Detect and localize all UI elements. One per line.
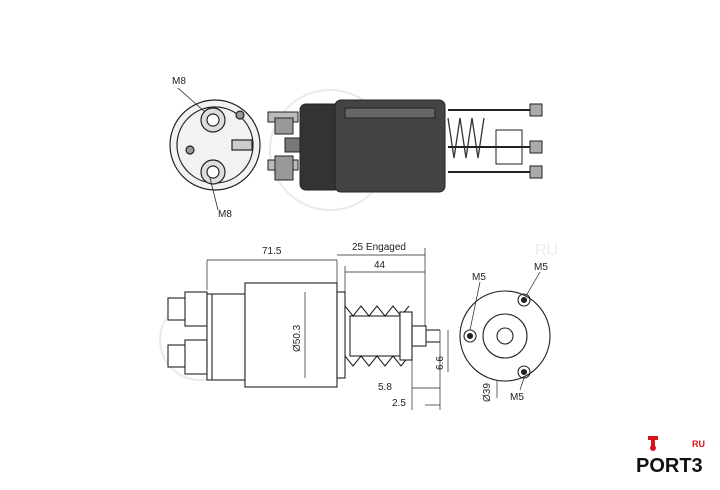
offset-dim: 6.6 [435,356,446,370]
plunger-dim: 44 [374,260,386,271]
bottom-thread-label: M8 [218,209,232,220]
logo-ru: RU [692,439,705,449]
end-thread-right: M5 [534,262,548,273]
gap-a-dim: 5.8 [378,382,392,393]
top-thread-label: M8 [172,76,186,87]
length-dim: 71.5 [262,246,282,257]
logo-brand: PORT3 [636,455,703,476]
end-thread-left: M5 [472,272,486,283]
end-leaders [469,271,541,398]
side-view [167,282,440,388]
top-end-face [169,99,261,191]
engaged-dim: 25 Engaged [352,242,406,253]
top-side-body [267,99,543,193]
end-view [459,290,551,382]
brand-logo: RU PORT3 [634,434,706,476]
gap-b-dim: 2.5 [392,398,406,409]
port3-logo-mark: RU PORT3 [636,436,705,476]
end-thread-bottom: M5 [510,392,524,403]
end-diameter-dim: Ø39 [482,383,493,402]
side-dimensions [206,248,449,410]
body-diameter-dim: Ø50.3 [292,324,303,352]
watermark-text: RU [535,242,558,259]
